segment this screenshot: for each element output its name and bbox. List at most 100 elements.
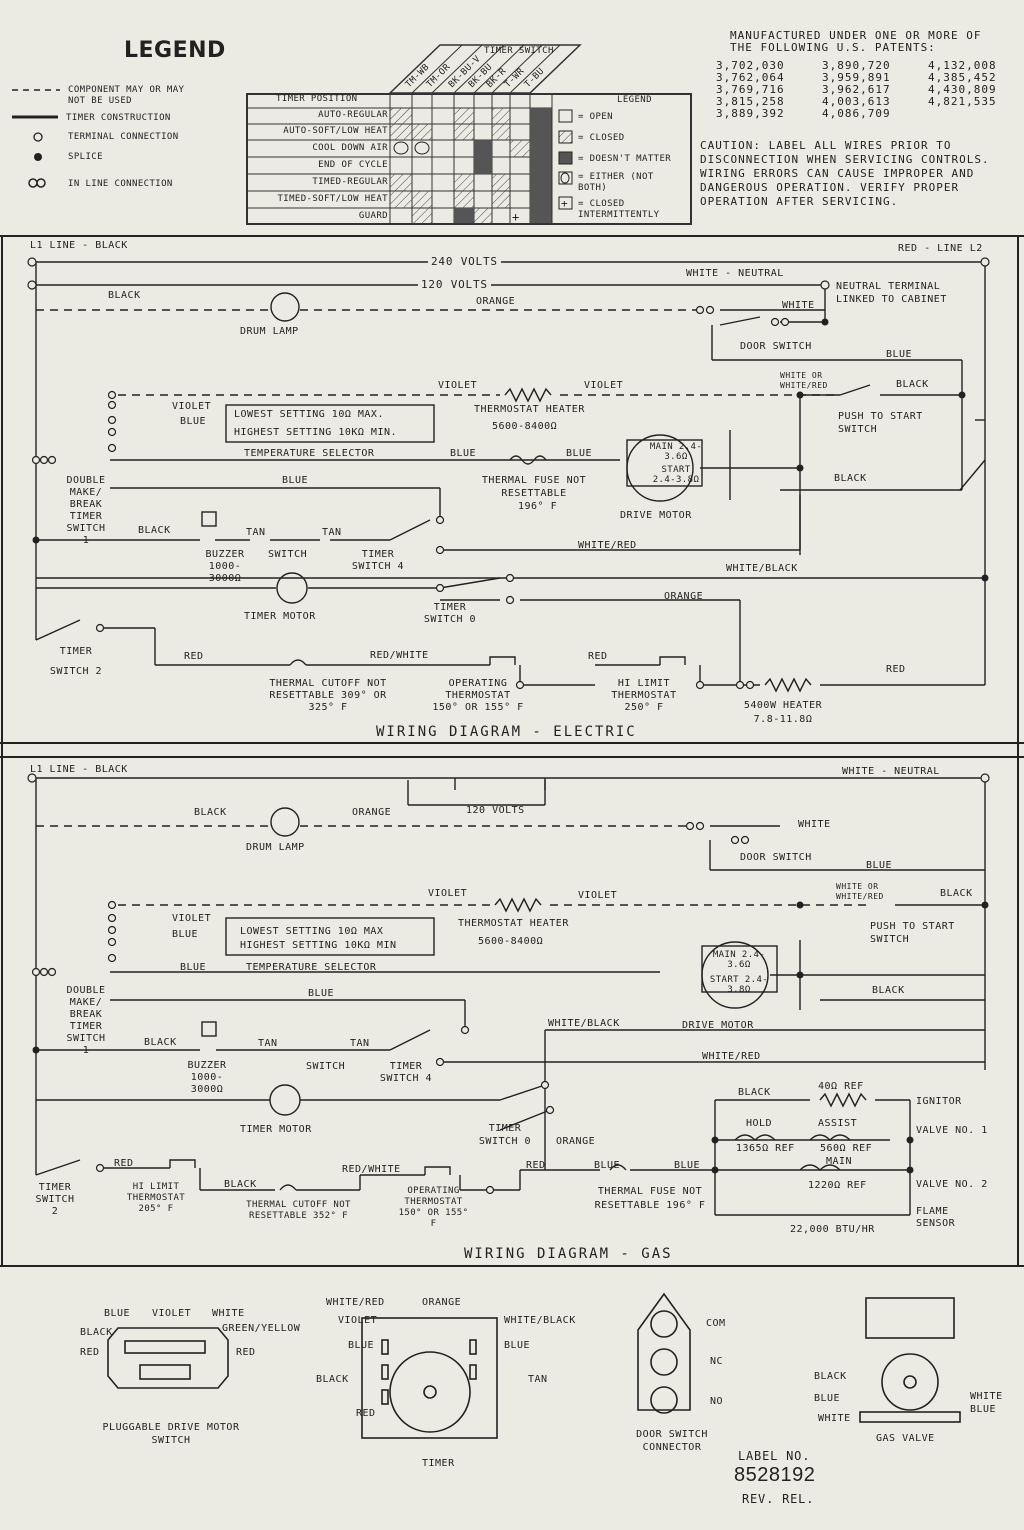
gas-highest-setting: HIGHEST SETTING 10KΩ MIN xyxy=(240,940,397,951)
gas-operating-thermostat: OPERATING THERMOSTAT 150° OR 155° F xyxy=(398,1186,469,1229)
legend-timer-construction-label: TIMER CONSTRUCTION xyxy=(66,113,171,123)
drive-motor-switch-icon xyxy=(107,1327,229,1389)
elec-push-to-start: PUSH TO START SWITCH xyxy=(838,411,923,435)
gas-timer-switch-4: TIMER SWITCH 4 xyxy=(379,1061,433,1084)
dms-wire-red-1: RED xyxy=(80,1347,100,1358)
gas-wire-red-white: RED/WHITE xyxy=(342,1164,401,1175)
elec-120v-label: 120 VOLTS xyxy=(418,278,491,291)
elec-double-make-break: DOUBLE MAKE/ BREAK TIMER SWITCH 1 xyxy=(66,475,106,546)
elec-hi-limit: HI LIMIT THERMOSTAT 250° F xyxy=(611,678,677,713)
valve-wire-white-2: WHITE xyxy=(970,1391,1003,1402)
elec-wire-violet-2: VIOLET xyxy=(584,380,624,391)
elec-wire-red-3: RED xyxy=(886,664,906,675)
dms-wire-white: WHITE xyxy=(212,1308,245,1319)
gas-wire-red-2: RED xyxy=(526,1160,546,1171)
gas-hi-limit: HI LIMIT THERMOSTAT 205° F xyxy=(126,1182,186,1214)
row-timed-regular: TIMED-REGULAR xyxy=(312,177,388,187)
chart-legend-doesnt-matter: = DOESN'T MATTER xyxy=(578,154,672,164)
gas-valve-label: GAS VALVE xyxy=(876,1433,935,1444)
gas-wire-black-3: BLACK xyxy=(872,985,905,996)
row-auto-regular: AUTO-REGULAR xyxy=(318,110,388,120)
legend-inline-label: IN LINE CONNECTION xyxy=(68,179,173,189)
gas-wire-violet-2: VIOLET xyxy=(578,890,618,901)
elec-heater: 5400W HEATER 7.8-11.8Ω xyxy=(743,700,823,725)
open-circle-icon xyxy=(33,132,43,142)
gas-neutral-label: WHITE - NEUTRAL xyxy=(842,766,940,777)
timer-wire-black: BLACK xyxy=(316,1374,349,1385)
gas-wire-white-red: WHITE/RED xyxy=(702,1051,761,1062)
gas-wire-blue-1: BLUE xyxy=(172,929,199,940)
dms-wire-blue: BLUE xyxy=(104,1308,131,1319)
elec-wire-black-2: BLACK xyxy=(896,379,929,390)
label-rev: REV. REL. xyxy=(742,1492,815,1506)
gas-wire-black-2: BLACK xyxy=(940,888,973,899)
svg-text:+: + xyxy=(512,210,519,224)
elec-highest-setting: HIGHEST SETTING 10KΩ MIN. xyxy=(234,427,398,438)
gas-thermostat-heater: THERMOSTAT HEATER xyxy=(458,918,569,929)
elec-timer-switch-0: TIMER SWITCH 0 xyxy=(423,602,477,625)
double-circle-icon xyxy=(28,178,38,188)
elec-wire-blue-2: BLUE xyxy=(450,448,477,459)
chart-legend-title: LEGEND xyxy=(617,95,652,105)
caution-text: CAUTION: LABEL ALL WIRES PRIOR TO DISCON… xyxy=(700,139,990,208)
timer-wire-orange: ORANGE xyxy=(422,1297,462,1308)
row-cool-down: COOL DOWN AIR xyxy=(312,143,388,153)
gas-switch: SWITCH xyxy=(306,1061,346,1072)
gas-wire-black-6: BLACK xyxy=(224,1179,257,1190)
elec-wire-blue-4: BLUE xyxy=(282,475,309,486)
elec-wire-white-black: WHITE/BLACK xyxy=(726,563,798,574)
gas-push-to-start: PUSH TO START SWITCH xyxy=(870,921,955,945)
door-switch-connector-icon xyxy=(637,1292,691,1411)
valve-wire-white: WHITE xyxy=(818,1413,851,1424)
elec-timer-motor: TIMER MOTOR xyxy=(244,611,316,622)
timer-wire-tan: TAN xyxy=(528,1374,548,1385)
legend-splice-label: SPLICE xyxy=(68,152,103,162)
gas-wire-blue-3: BLUE xyxy=(308,988,335,999)
elec-motor-main: MAIN 2.4-3.6Ω xyxy=(649,442,703,462)
gas-wire-blue-5: BLUE xyxy=(674,1160,701,1171)
elec-wire-orange: ORANGE xyxy=(476,296,516,307)
elec-neutral-label: WHITE - NEUTRAL xyxy=(686,268,784,279)
elec-timer-switch-4: TIMER SWITCH 4 xyxy=(351,549,405,572)
gas-wire-black-4: BLACK xyxy=(144,1037,177,1048)
timer-switch-title: TIMER SWITCH xyxy=(484,46,554,56)
elec-wire-tan-1: TAN xyxy=(246,527,266,538)
elec-white-or-red: WHITE OR WHITE/RED xyxy=(780,371,828,390)
timer-wire-white-red: WHITE/RED xyxy=(326,1297,385,1308)
gas-flame-sensor: FLAME SENSOR xyxy=(916,1206,956,1229)
elec-wire-red-white: RED/WHITE xyxy=(370,650,429,661)
gas-motor-start: START 2.4-3.8Ω xyxy=(709,975,769,995)
gas-wire-black-5: BLACK xyxy=(738,1087,771,1098)
gas-drive-motor: DRIVE MOTOR xyxy=(682,1020,754,1031)
gas-valve-icon xyxy=(865,1297,955,1339)
timer-label: TIMER xyxy=(422,1458,455,1469)
gas-diagram-title: WIRING DIAGRAM - GAS xyxy=(464,1246,673,1262)
valve-wire-blue: BLUE xyxy=(814,1393,841,1404)
gas-drum-lamp: DRUM LAMP xyxy=(246,842,305,853)
gas-wire-violet-3: VIOLET xyxy=(172,913,212,924)
elec-timer-switch-2: TIMER SWITCH 2 xyxy=(49,646,103,677)
chart-legend-open: = OPEN xyxy=(578,112,613,122)
elec-wire-orange-2: ORANGE xyxy=(664,591,704,602)
gas-double-make-break: DOUBLE MAKE/ BREAK TIMER SWITCH 1 xyxy=(66,985,106,1056)
gas-btu: 22,000 BTU/HR xyxy=(790,1224,875,1235)
dms-wire-red-2: RED xyxy=(236,1347,256,1358)
dms-wire-green-yellow: GREEN/YELLOW xyxy=(222,1323,301,1334)
elec-thermostat-heater: THERMOSTAT HEATER xyxy=(474,404,585,415)
elec-thermostat-heater-ohm: 5600-8400Ω xyxy=(492,421,558,432)
legend-terminal-label: TERMINAL CONNECTION xyxy=(68,132,179,142)
row-timed-soft: TIMED-SOFT/LOW HEAT xyxy=(277,194,388,204)
timer-wire-red: RED xyxy=(356,1408,376,1419)
drive-motor-switch-label: PLUGGABLE DRIVE MOTOR SWITCH xyxy=(102,1422,240,1446)
elec-drive-motor: DRIVE MOTOR xyxy=(620,510,692,521)
gas-main-ohm: 1220Ω REF xyxy=(808,1180,867,1191)
neutral-terminal-label: NEUTRAL TERMINAL LINKED TO CABINET xyxy=(836,281,947,305)
gas-wire-white: WHITE xyxy=(798,819,831,830)
svg-text:+: + xyxy=(561,197,568,210)
elec-operating-thermostat: OPERATING THERMOSTAT 150° OR 155° F xyxy=(432,678,524,713)
elec-wire-blue-1: BLUE xyxy=(180,416,207,427)
row-guard: GUARD xyxy=(358,211,388,221)
gas-120v-label: 120 VOLTS xyxy=(466,805,525,816)
